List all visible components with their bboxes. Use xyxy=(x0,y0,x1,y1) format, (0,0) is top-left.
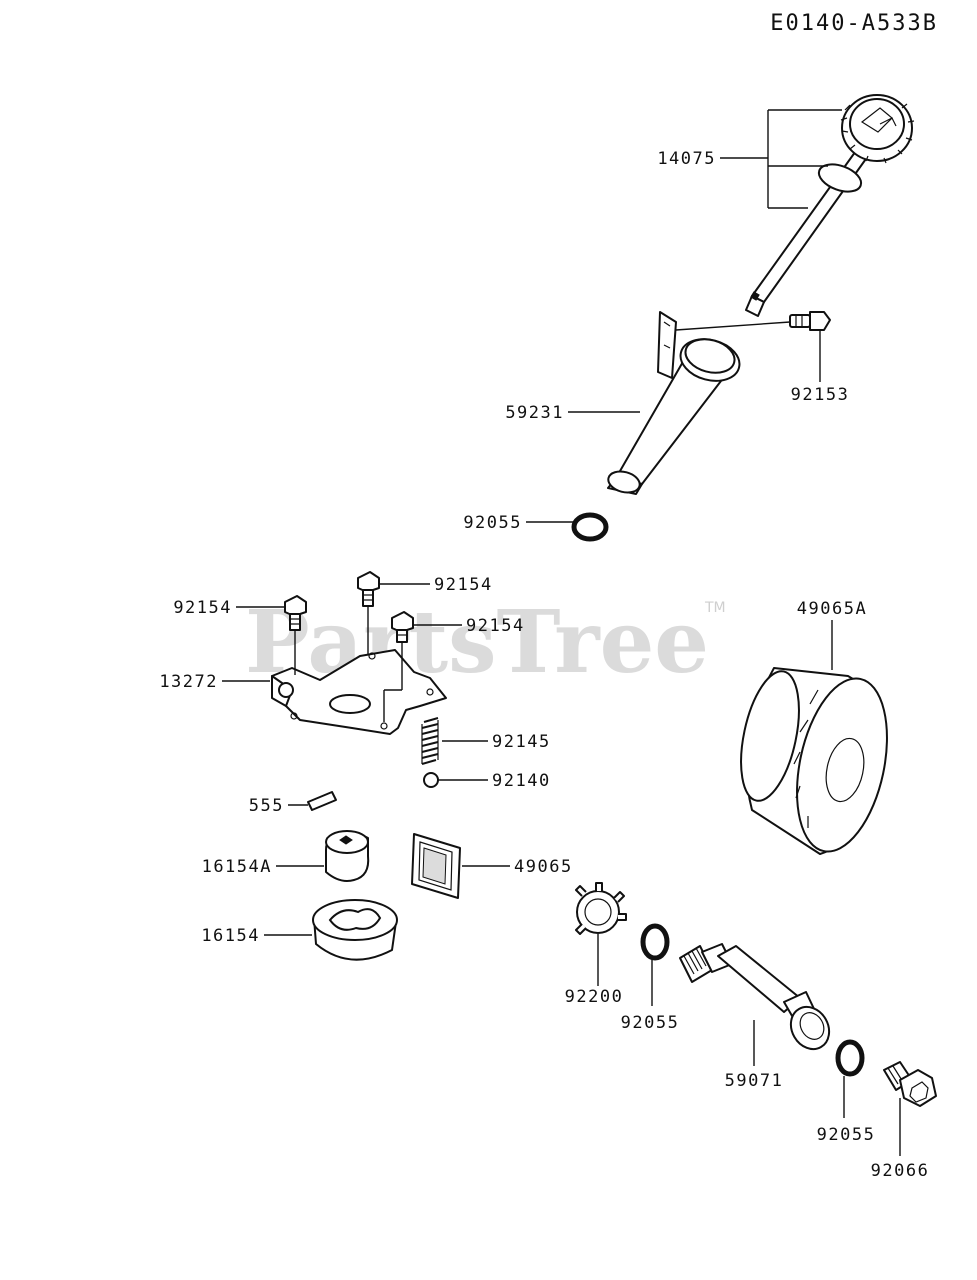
label-555[interactable]: 555 xyxy=(249,796,284,816)
oil-pipe-part-59071[interactable] xyxy=(679,943,837,1056)
bolt-part-92154-a[interactable] xyxy=(284,595,307,631)
o-ring-part-92055-top[interactable] xyxy=(571,512,609,542)
label-92200[interactable]: 92200 xyxy=(565,987,624,1007)
label-14075[interactable]: 14075 xyxy=(657,149,716,169)
bolt-part-92153[interactable] xyxy=(675,311,831,331)
bolt-part-92154-b[interactable] xyxy=(357,571,380,607)
outer-rotor-part-16154[interactable] xyxy=(312,899,398,961)
inner-rotor-part-16154A[interactable] xyxy=(325,830,370,882)
plate-part-13272[interactable] xyxy=(271,606,447,735)
dipstick-part-14075[interactable] xyxy=(745,94,915,317)
label-49065A[interactable]: 49065A xyxy=(797,599,867,619)
bolt-part-92154-c[interactable] xyxy=(391,611,414,643)
label-92154-c[interactable]: 92154 xyxy=(466,616,525,636)
label-16154A[interactable]: 16154A xyxy=(202,857,272,877)
spring-part-92145[interactable] xyxy=(421,717,439,765)
diagram-code: E0140-A533B xyxy=(770,11,938,36)
drain-plug-part-92066[interactable] xyxy=(883,1061,937,1107)
lock-washer-part-92200[interactable] xyxy=(575,882,627,935)
label-92153[interactable]: 92153 xyxy=(791,385,850,405)
ball-part-92140[interactable] xyxy=(423,772,439,788)
watermark-trademark: TM xyxy=(704,600,726,616)
label-59231[interactable]: 59231 xyxy=(505,403,564,423)
o-ring-part-92055-bottom[interactable] xyxy=(835,1039,865,1077)
label-92055-bottom[interactable]: 92055 xyxy=(817,1125,876,1145)
label-49065[interactable]: 49065 xyxy=(514,857,573,877)
o-ring-part-92055-mid[interactable] xyxy=(640,923,670,961)
label-92066[interactable]: 92066 xyxy=(871,1161,930,1181)
leader-14075 xyxy=(720,109,842,209)
label-16154[interactable]: 16154 xyxy=(201,926,260,946)
label-13272[interactable]: 13272 xyxy=(159,672,218,692)
partstree-watermark: PartsTree xyxy=(245,592,709,693)
filler-tube-part-59231[interactable] xyxy=(606,311,744,496)
label-92154-b[interactable]: 92154 xyxy=(434,575,493,595)
pin-part-555[interactable] xyxy=(307,791,337,811)
label-92055-top[interactable]: 92055 xyxy=(463,513,522,533)
label-92145[interactable]: 92145 xyxy=(492,732,551,752)
label-92154-a[interactable]: 92154 xyxy=(173,598,232,618)
label-92140[interactable]: 92140 xyxy=(492,771,551,791)
screen-part-49065[interactable] xyxy=(411,833,461,899)
oil-filter-part-49065A[interactable] xyxy=(731,666,902,860)
label-92055-mid[interactable]: 92055 xyxy=(621,1013,680,1033)
label-59071[interactable]: 59071 xyxy=(725,1071,784,1091)
